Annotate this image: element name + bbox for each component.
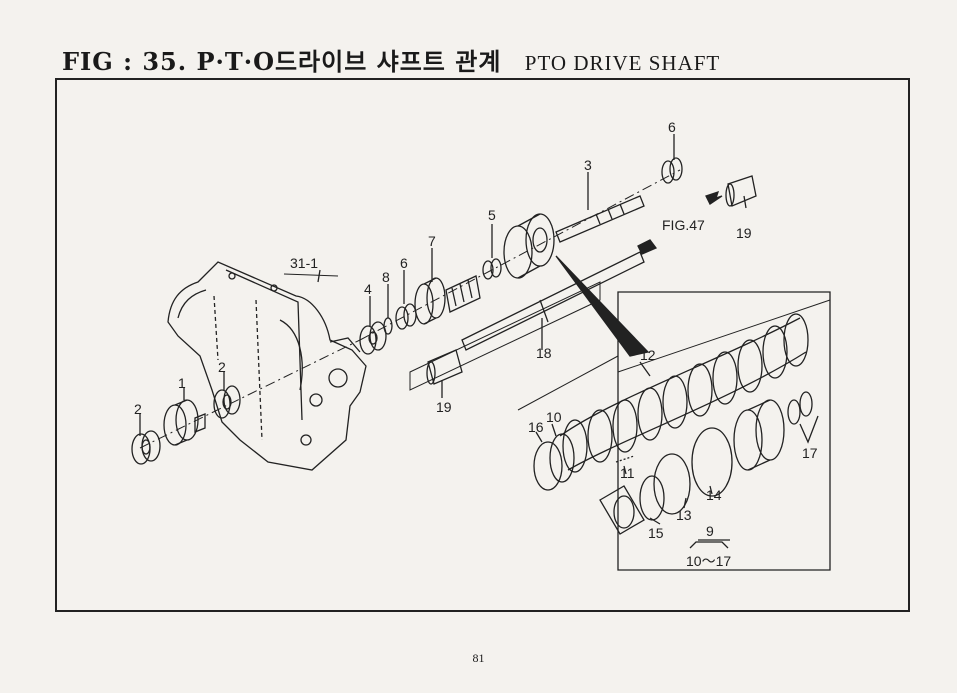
diagram-frame: [55, 78, 910, 612]
callout-fig47: FIG.47: [662, 217, 705, 233]
callout-2b: 2: [218, 359, 226, 375]
piston-part-15: [599, 475, 665, 535]
bearing-part-6b: [661, 157, 683, 184]
snap-ring-part-5: [482, 258, 502, 280]
english-title: PTO DRIVE SHAFT: [524, 51, 721, 75]
callout-10: 10: [546, 409, 562, 425]
callout-18: 18: [536, 345, 552, 361]
bearing-part-2a: [131, 430, 161, 465]
page-number: 81: [472, 651, 485, 665]
snap-ring-part-16: [533, 441, 563, 491]
sleeve-part-19a: [705, 175, 757, 207]
sleeve-part-19b: [426, 349, 463, 385]
clutch-drum-part-17: [733, 391, 813, 471]
bearing-part-6a: [395, 303, 417, 330]
gear-part-7: [414, 275, 481, 325]
callout-12: 12: [640, 347, 656, 363]
callout-1: 1: [178, 375, 186, 391]
callout-range: 10～17: [686, 553, 731, 569]
callout-7: 7: [428, 233, 436, 249]
gear-part-1: [163, 399, 206, 446]
shaft-part-3: [555, 195, 645, 243]
ring-part-14: [691, 427, 733, 497]
callout-6a: 6: [400, 255, 408, 271]
plate-part-10: [549, 433, 575, 483]
callout-2a: 2: [134, 401, 142, 417]
callout-8: 8: [382, 269, 390, 285]
callout-5: 5: [488, 207, 496, 223]
korean-title: P·T·O드라이브 샤프트 관계: [196, 47, 502, 76]
spring-part-11: [615, 455, 635, 463]
clutch-hub: [503, 213, 555, 279]
callout-14: 14: [706, 487, 722, 503]
callout-9: 9: [706, 523, 714, 539]
callout-3: 3: [584, 157, 592, 173]
ring-part-13: [653, 453, 691, 515]
page-title: FIG : 35. P·T·O드라이브 샤프트 관계 PTO DRIVE SHA…: [62, 42, 720, 77]
callout-19b: 19: [436, 399, 452, 415]
callout-6b: 6: [668, 119, 676, 135]
callout-16: 16: [528, 419, 544, 435]
bearing-part-2b: [213, 385, 241, 419]
callout-4: 4: [364, 281, 372, 297]
transmission-case: [167, 261, 367, 471]
clutch-plates-part-12: [559, 313, 809, 473]
callout-19a: 19: [736, 225, 752, 241]
callout-31-1: 31-1: [290, 255, 318, 271]
fig-label: FIG : 35.: [62, 47, 188, 76]
callout-17: 17: [802, 445, 818, 461]
snap-ring-part-8: [383, 317, 393, 335]
bearing-part-4: [359, 321, 387, 355]
callout-13: 13: [676, 507, 692, 523]
callout-11: 11: [620, 465, 635, 481]
callout-15: 15: [648, 525, 664, 541]
